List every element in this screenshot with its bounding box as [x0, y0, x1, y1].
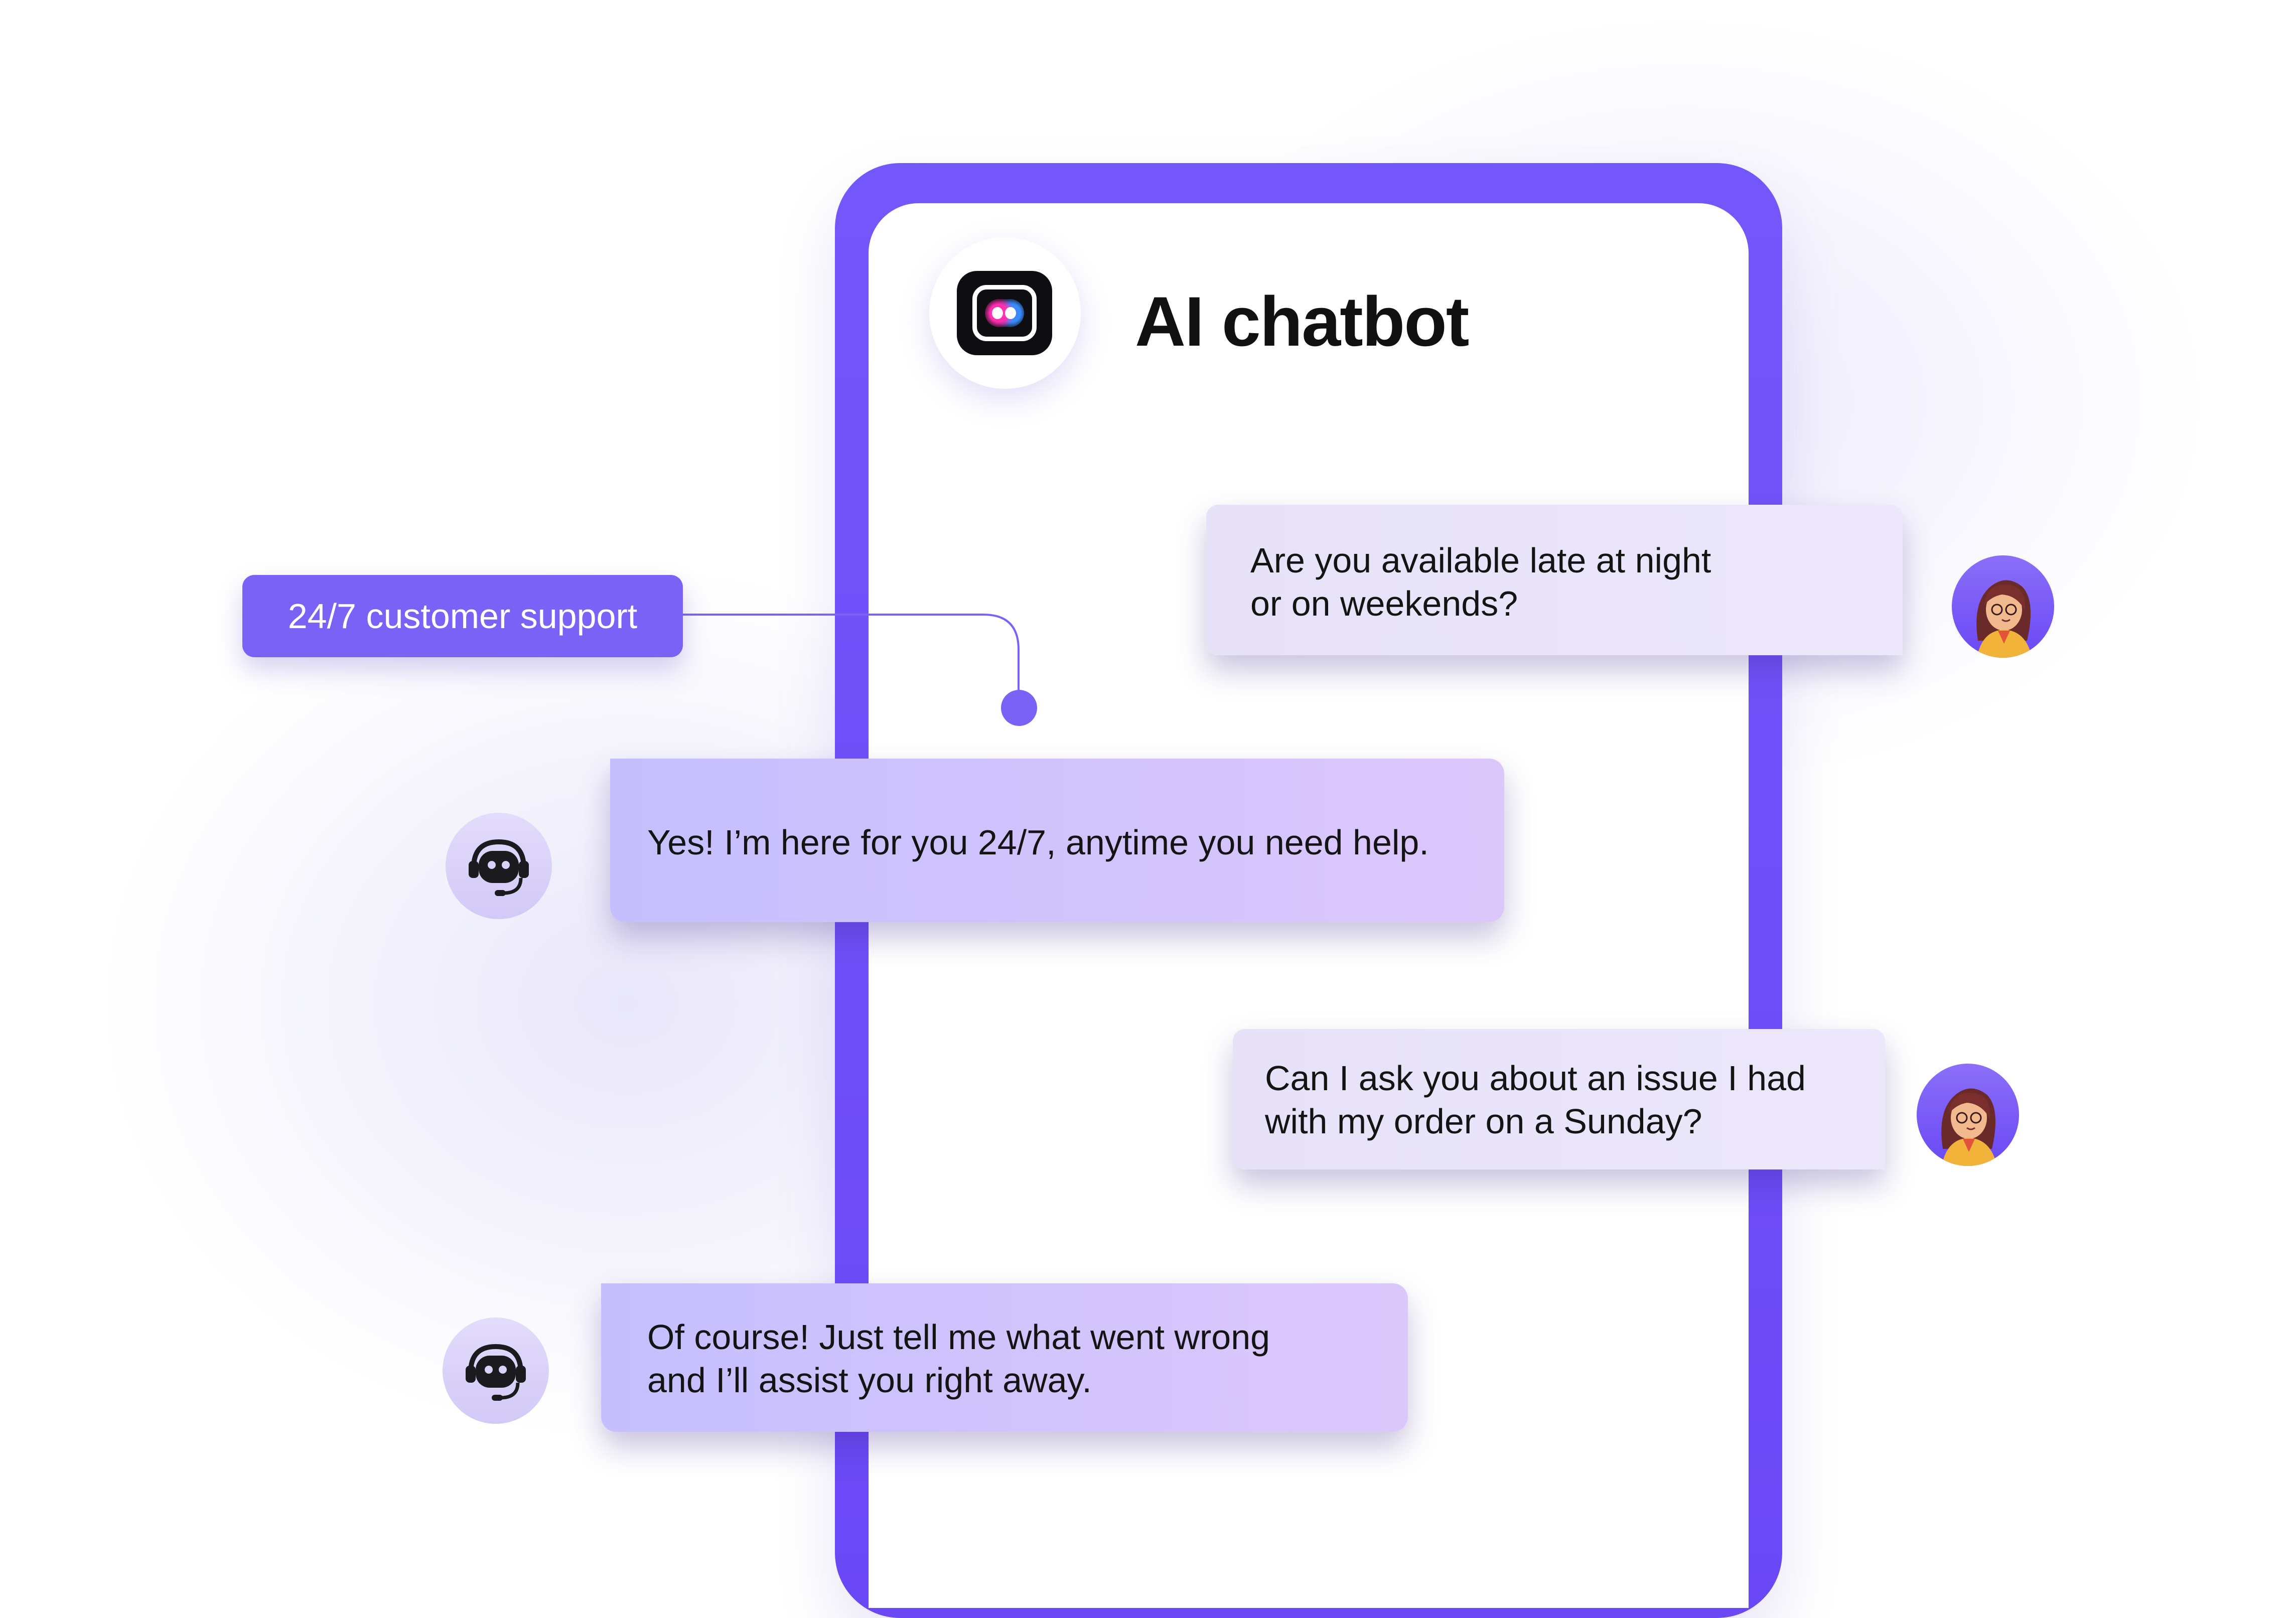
- app-title: AI chatbot: [1135, 282, 1469, 361]
- woman-avatar-icon: [1952, 555, 2054, 658]
- message-line: Can I ask you about an issue I had: [1265, 1059, 1806, 1098]
- message-line: and I’ll assist you right away.: [647, 1361, 1092, 1400]
- bot-message-bubble: Yes! I’m here for you 24/7, anytime you …: [610, 759, 1504, 922]
- message-line: Are you available late at night: [1250, 541, 1711, 580]
- user-message-bubble: Are you available late at night or on we…: [1206, 505, 1903, 655]
- connector-dot: [1001, 690, 1037, 726]
- message-line: or on weekends?: [1250, 584, 1518, 623]
- bot-message-bubble: Of course! Just tell me what went wrong …: [601, 1283, 1408, 1432]
- woman-avatar-icon: [1917, 1064, 2019, 1166]
- logo-eyes: [985, 299, 1024, 327]
- support-callout: 24/7 customer support: [242, 575, 683, 657]
- message-line: with my order on a Sunday?: [1265, 1102, 1702, 1141]
- message-line: Yes! I’m here for you 24/7, anytime you …: [647, 823, 1429, 862]
- message-line: Of course! Just tell me what went wrong: [647, 1317, 1270, 1357]
- user-message-bubble: Can I ask you about an issue I had with …: [1233, 1029, 1885, 1169]
- robot-headset-icon: [446, 813, 552, 919]
- robot-headset-icon: [443, 1317, 549, 1424]
